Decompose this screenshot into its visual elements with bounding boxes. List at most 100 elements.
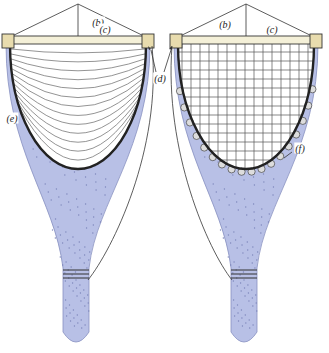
stipple [263, 181, 264, 182]
stipple [243, 179, 244, 180]
net-mouth [10, 44, 146, 169]
stipple [247, 241, 248, 242]
stipple [237, 304, 238, 305]
stipple [49, 161, 50, 162]
stipple [65, 299, 66, 300]
stipple [104, 194, 105, 195]
stipple [246, 214, 247, 215]
stipple [68, 201, 69, 202]
stipple [237, 312, 238, 313]
cod-end-band [231, 270, 257, 271]
frame-end [310, 34, 322, 48]
stipple [236, 201, 237, 202]
stipple [234, 315, 235, 316]
cod-end-band [231, 278, 257, 279]
stipple [253, 211, 254, 212]
stipple [240, 290, 241, 291]
stipple [228, 234, 229, 235]
stipple [88, 310, 89, 311]
stipple [72, 282, 73, 283]
stipple [261, 216, 262, 217]
stipple [225, 226, 226, 227]
stipple [233, 299, 234, 300]
mouth-rim [178, 44, 314, 169]
stipple [78, 214, 79, 215]
stipple [249, 319, 250, 320]
callout-letter: (f) [294, 143, 305, 154]
stipple [84, 324, 85, 325]
stipple [84, 254, 85, 255]
bridle-line [78, 4, 148, 38]
stipple [88, 302, 89, 303]
stipple [73, 317, 74, 318]
stipple [263, 189, 264, 190]
callout-letter: (b) [218, 19, 232, 30]
leader-line [284, 152, 292, 158]
arrowhead [148, 46, 172, 50]
stipple [248, 300, 249, 301]
stipple [74, 325, 75, 326]
stipple [240, 282, 241, 283]
stipple [241, 317, 242, 318]
stipple [36, 156, 37, 157]
stipple [240, 236, 241, 237]
bridle-line [176, 4, 246, 38]
stipple [93, 216, 94, 217]
cable [171, 46, 232, 280]
stipple [245, 314, 246, 315]
stipple [57, 226, 58, 227]
stipple [69, 312, 70, 313]
stipple [64, 272, 65, 273]
mesh-ring [20, 108, 137, 160]
stipple [51, 199, 52, 200]
stipple [93, 208, 94, 209]
stipple [242, 325, 243, 326]
stipple [239, 274, 240, 275]
mouth-rim [10, 44, 146, 169]
stipple [76, 295, 77, 296]
stipple [252, 297, 253, 298]
stipple [243, 271, 244, 272]
stipple [80, 292, 81, 293]
net-mouth [178, 44, 314, 169]
stipple [81, 319, 82, 320]
stipple [252, 262, 253, 263]
stipple [233, 231, 234, 232]
stipple [204, 156, 205, 157]
cod-end-band [63, 270, 89, 271]
stipple [81, 327, 82, 328]
stipple [74, 171, 75, 172]
leader-line [151, 50, 171, 72]
stipple [65, 261, 66, 262]
stipple [62, 242, 63, 243]
stipple [66, 193, 67, 194]
stipple [256, 302, 257, 303]
stipple [69, 304, 70, 305]
stipple [84, 297, 85, 298]
stipple [268, 221, 269, 222]
stipple [241, 309, 242, 310]
stipple [84, 246, 85, 247]
stipple [79, 241, 80, 242]
stipple [230, 264, 231, 265]
mesh-ring [11, 64, 145, 80]
stipple [253, 203, 254, 204]
stipple [56, 188, 57, 189]
stipple [86, 267, 87, 268]
mesh-ring [12, 73, 144, 97]
stipple [219, 199, 220, 200]
stipple [233, 261, 234, 262]
stipple [60, 204, 61, 205]
stipple [247, 284, 248, 285]
stipple [45, 183, 46, 184]
stipple [244, 295, 245, 296]
stipple [236, 247, 237, 248]
stipple [244, 287, 245, 288]
stipple [75, 271, 76, 272]
stipple [71, 274, 72, 275]
stipple [83, 289, 84, 290]
stipple [273, 178, 274, 179]
bridle-line [78, 4, 79, 36]
bridle-line [246, 4, 316, 38]
